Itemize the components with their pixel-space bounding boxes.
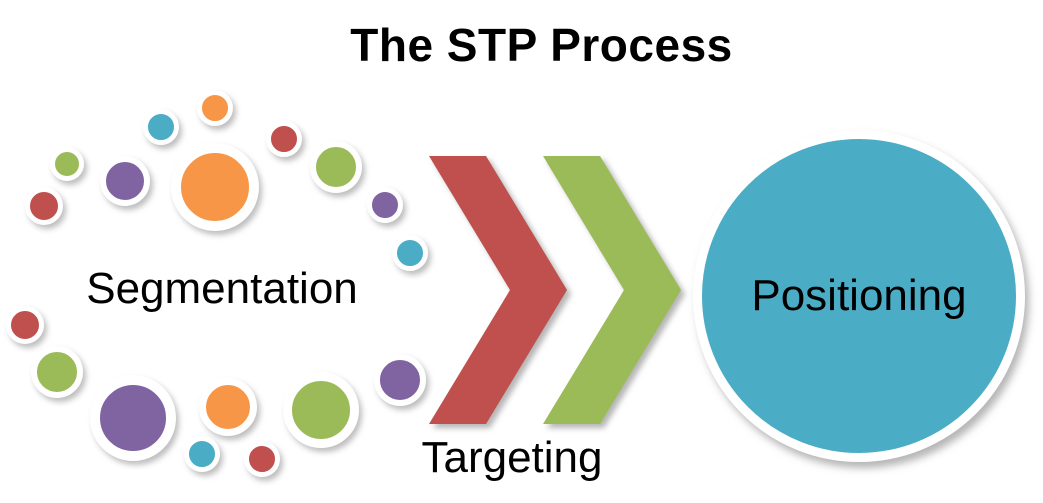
purple-bubble (100, 156, 150, 206)
green-bubble (50, 147, 84, 181)
red-bubble (25, 187, 63, 225)
segmentation-label: Segmentation (86, 264, 358, 313)
page-title: The STP Process (350, 19, 733, 71)
purple-bubble (90, 375, 176, 461)
positioning-label: Positioning (751, 271, 967, 320)
teal-bubble (143, 109, 179, 145)
green-bubble (31, 346, 83, 398)
purple-bubble (374, 354, 426, 406)
targeting-chevron-red (429, 156, 567, 424)
green-bubble (283, 372, 359, 448)
teal-bubble (184, 436, 220, 472)
red-bubble (266, 121, 302, 157)
positioning-circle: Positioning (693, 130, 1025, 462)
orange-bubble (199, 378, 257, 436)
purple-bubble (367, 187, 403, 223)
teal-bubble (392, 235, 428, 271)
targeting-label: Targeting (421, 433, 603, 482)
orange-bubble (197, 90, 233, 126)
targeting-chevron-green (543, 156, 681, 424)
orange-bubble (171, 143, 259, 231)
green-bubble (310, 141, 362, 193)
red-bubble (244, 441, 280, 477)
red-bubble (6, 306, 44, 344)
